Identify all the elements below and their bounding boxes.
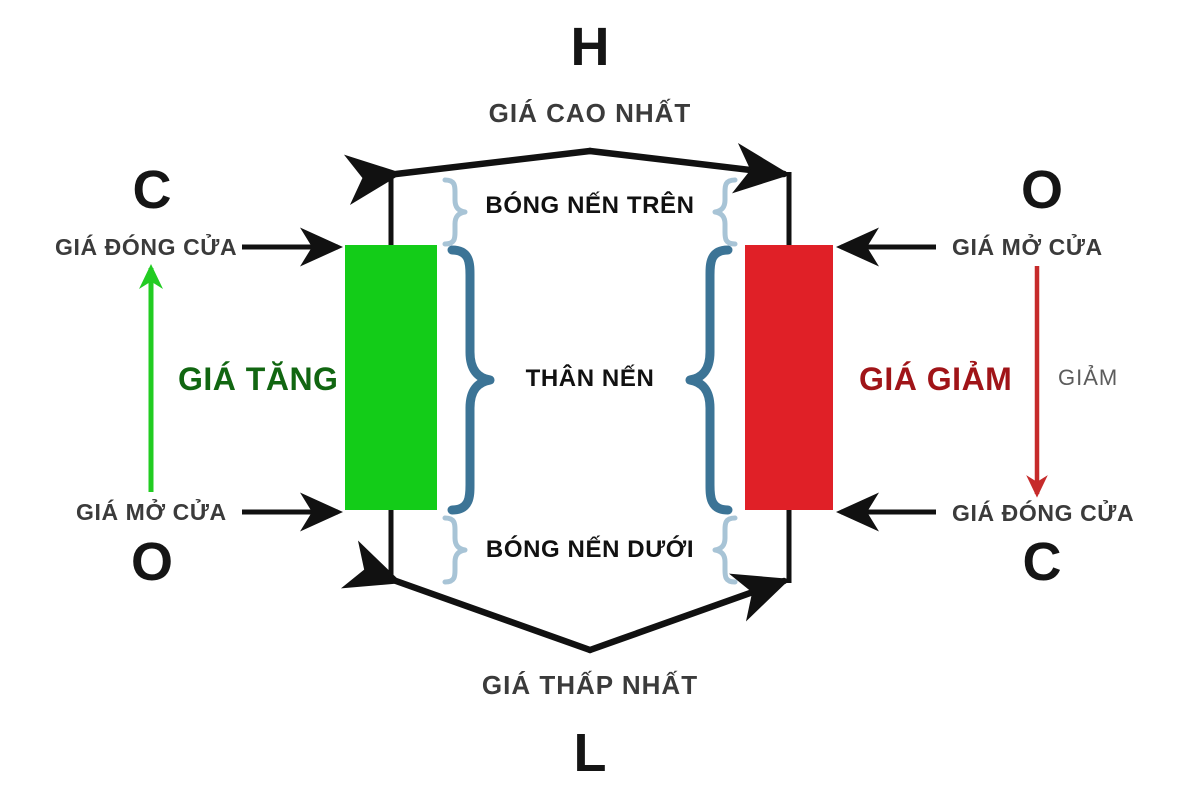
downtrend-note: GIẢM	[1058, 365, 1119, 390]
lower-shadow-label: BÓNG NẾN DƯỚI	[485, 536, 695, 563]
right-close-letter: C	[1022, 532, 1062, 592]
low-letter: L	[573, 723, 607, 783]
body-label: THÂN NẾN	[525, 365, 655, 392]
left-close-letter: C	[132, 160, 172, 220]
bearish-candle-body	[745, 245, 833, 510]
high-label: GIÁ CAO NHẤT	[488, 98, 692, 128]
downtrend-label: GIÁ GIẢM	[859, 361, 1013, 397]
uptrend-label: GIÁ TĂNG	[178, 361, 339, 397]
right-close-label: GIÁ ĐÓNG CỬA	[952, 500, 1135, 526]
upper-shadow-label: BÓNG NẾN TRÊN	[485, 192, 695, 219]
left-open-label: GIÁ MỞ CỬA	[76, 499, 227, 525]
left-open-letter: O	[130, 532, 173, 592]
bullish-candle-body	[345, 245, 437, 510]
right-open-label: GIÁ MỞ CỬA	[952, 234, 1103, 260]
low-chevron-arrow	[340, 540, 791, 654]
right-open-letter: O	[1020, 160, 1063, 220]
high-letter: H	[570, 17, 610, 77]
left-close-label: GIÁ ĐÓNG CỬA	[55, 234, 238, 260]
high-chevron-arrow	[343, 143, 791, 205]
low-label: GIÁ THẤP NHẤT	[481, 670, 699, 700]
